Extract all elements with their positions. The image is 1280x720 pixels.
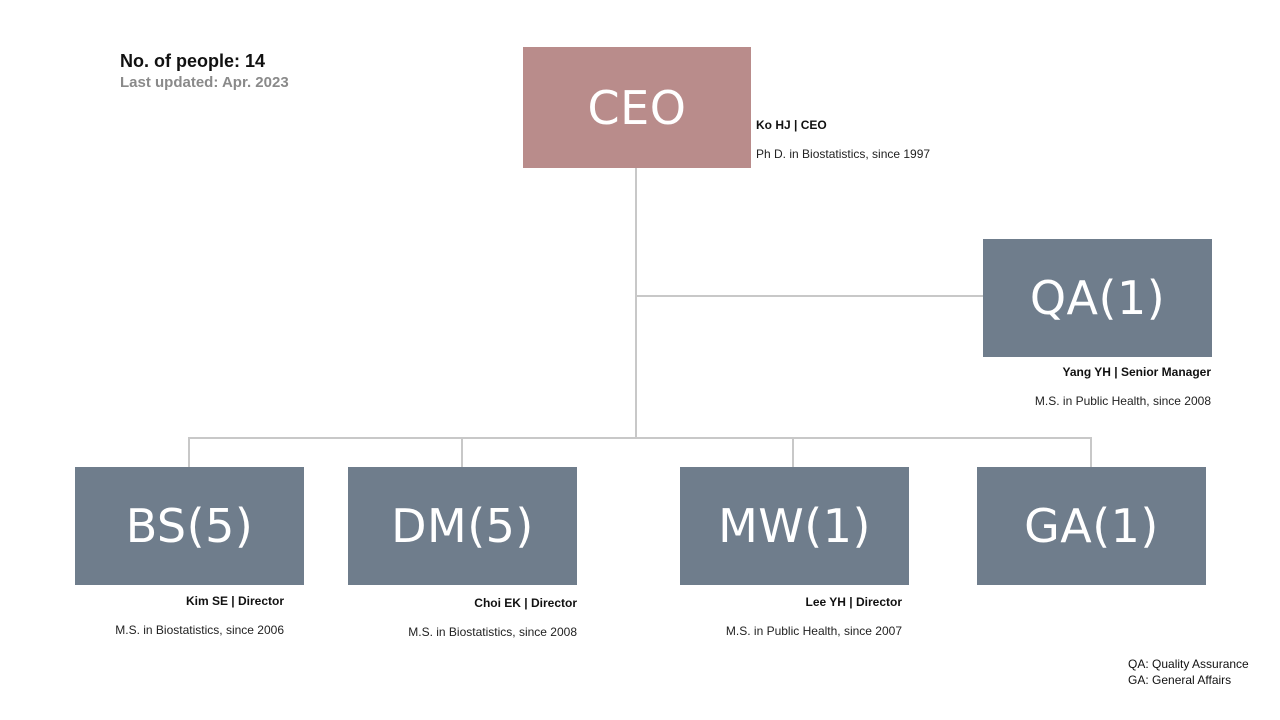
last-updated: Last updated: Apr. 2023 bbox=[120, 74, 289, 91]
ceo-name: Ko HJ | CEO bbox=[756, 118, 827, 132]
qa-name: Yang YH | Senior Manager bbox=[1062, 365, 1211, 379]
mw-name: Lee YH | Director bbox=[805, 595, 902, 609]
connector-ga-vertical bbox=[1090, 437, 1092, 467]
mw-desc: M.S. in Public Health, since 2007 bbox=[725, 624, 902, 638]
mw-box: MW(1) bbox=[680, 467, 909, 585]
ga-label: GA(1) bbox=[1024, 499, 1159, 553]
ceo-desc: Ph D. in Biostatistics, since 1997 bbox=[756, 147, 931, 161]
abbreviation-legend: QA: Quality Assurance GA: General Affair… bbox=[1128, 656, 1249, 688]
connector-ceo-vertical bbox=[635, 168, 637, 439]
qa-box: QA(1) bbox=[983, 239, 1212, 357]
dm-label: DM(5) bbox=[391, 499, 534, 553]
legend-item-qa: QA: Quality Assurance bbox=[1128, 657, 1249, 671]
people-count: No. of people: 14 bbox=[120, 51, 266, 71]
bs-desc: M.S. in Biostatistics, since 2006 bbox=[115, 623, 284, 637]
connector-mw-vertical bbox=[792, 437, 794, 467]
bs-label: BS(5) bbox=[125, 499, 254, 553]
dm-name: Choi EK | Director bbox=[474, 596, 577, 610]
ceo-box: CEO bbox=[523, 47, 751, 168]
connector-bs-vertical bbox=[188, 437, 190, 467]
bs-box: BS(5) bbox=[75, 467, 304, 585]
qa-label: QA(1) bbox=[1029, 271, 1166, 325]
dm-desc: M.S. in Biostatistics, since 2008 bbox=[408, 625, 577, 639]
dm-box: DM(5) bbox=[348, 467, 577, 585]
mw-label: MW(1) bbox=[718, 499, 871, 553]
ceo-label: CEO bbox=[587, 80, 687, 135]
connector-dm-vertical bbox=[461, 437, 463, 467]
ga-box: GA(1) bbox=[977, 467, 1206, 585]
qa-desc: M.S. in Public Health, since 2008 bbox=[1034, 394, 1211, 408]
connector-qa-horizontal bbox=[636, 295, 984, 297]
legend-item-ga: GA: General Affairs bbox=[1128, 673, 1232, 687]
connector-dept-horizontal bbox=[188, 437, 1092, 439]
bs-name: Kim SE | Director bbox=[185, 594, 284, 608]
